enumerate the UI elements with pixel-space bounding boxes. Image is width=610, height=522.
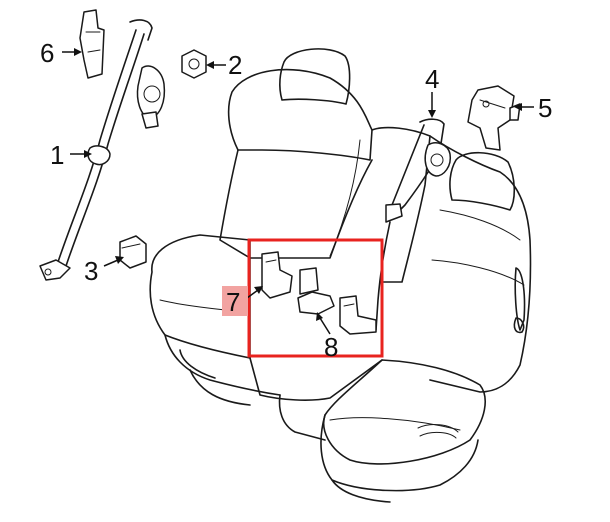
callout-6: 6 [40,38,54,68]
part-2-nut [181,49,207,79]
callout-4: 4 [425,64,439,94]
rear-seat-assembly [149,48,532,503]
highlight-box [247,238,384,358]
callout-7: 7 [226,287,240,317]
callout-leaders [62,48,534,335]
part-7-buckle [261,251,319,299]
part-5-bracket [467,85,521,151]
part-4-seat-belt-retractor [375,118,452,331]
callout-5: 5 [538,93,552,123]
part-1-seat-belt-assembly [39,19,166,281]
part-8-buckle [297,291,377,335]
part-6-bracket [79,9,105,79]
callout-8: 8 [324,332,338,362]
part-3-clip [119,235,147,269]
callout-1: 1 [50,140,64,170]
callout-7-highlight [222,286,248,316]
callout-2: 2 [228,50,242,80]
callout-3: 3 [84,256,98,286]
